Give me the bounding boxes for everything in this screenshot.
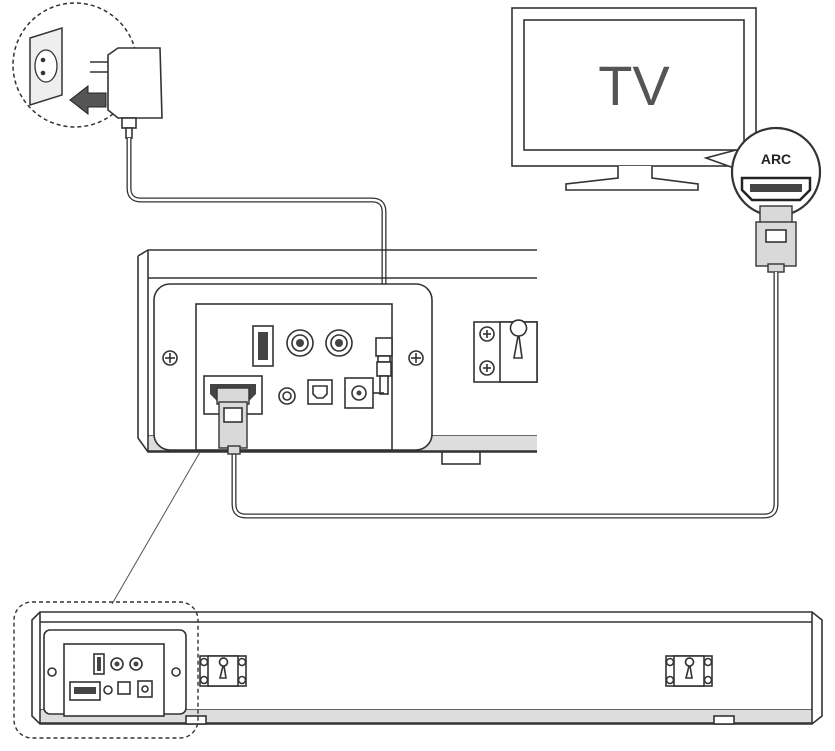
aux-in-right-jack <box>325 329 353 357</box>
aux-in-left-jack <box>286 329 314 357</box>
usb-port <box>252 325 274 367</box>
soundbar-rear-closeup <box>137 249 538 465</box>
wall-mount-bracket <box>665 655 713 687</box>
wall-outlet-callout <box>12 2 138 128</box>
arc-label: ARC <box>761 151 791 167</box>
soundbar-full-view <box>13 601 823 739</box>
hdmi-plug-soundbar <box>216 387 250 455</box>
dc-in-port <box>344 377 374 409</box>
screw-icon <box>162 350 178 366</box>
arc-port-callout: ARC <box>703 126 822 218</box>
zoom-indicator-line <box>111 451 201 605</box>
power-adapter <box>90 47 163 139</box>
dc-power-plug <box>373 337 393 395</box>
tv-label: TV <box>598 54 670 117</box>
screw-icon <box>408 350 424 366</box>
tv: TV <box>511 7 757 191</box>
wall-mount-bracket <box>199 655 247 687</box>
wall-mount-bracket <box>473 319 538 383</box>
mini-jack <box>278 387 296 405</box>
plug-in-arrow-icon <box>69 84 107 116</box>
optical-port <box>307 379 333 405</box>
hdmi-plug-tv <box>755 205 797 273</box>
